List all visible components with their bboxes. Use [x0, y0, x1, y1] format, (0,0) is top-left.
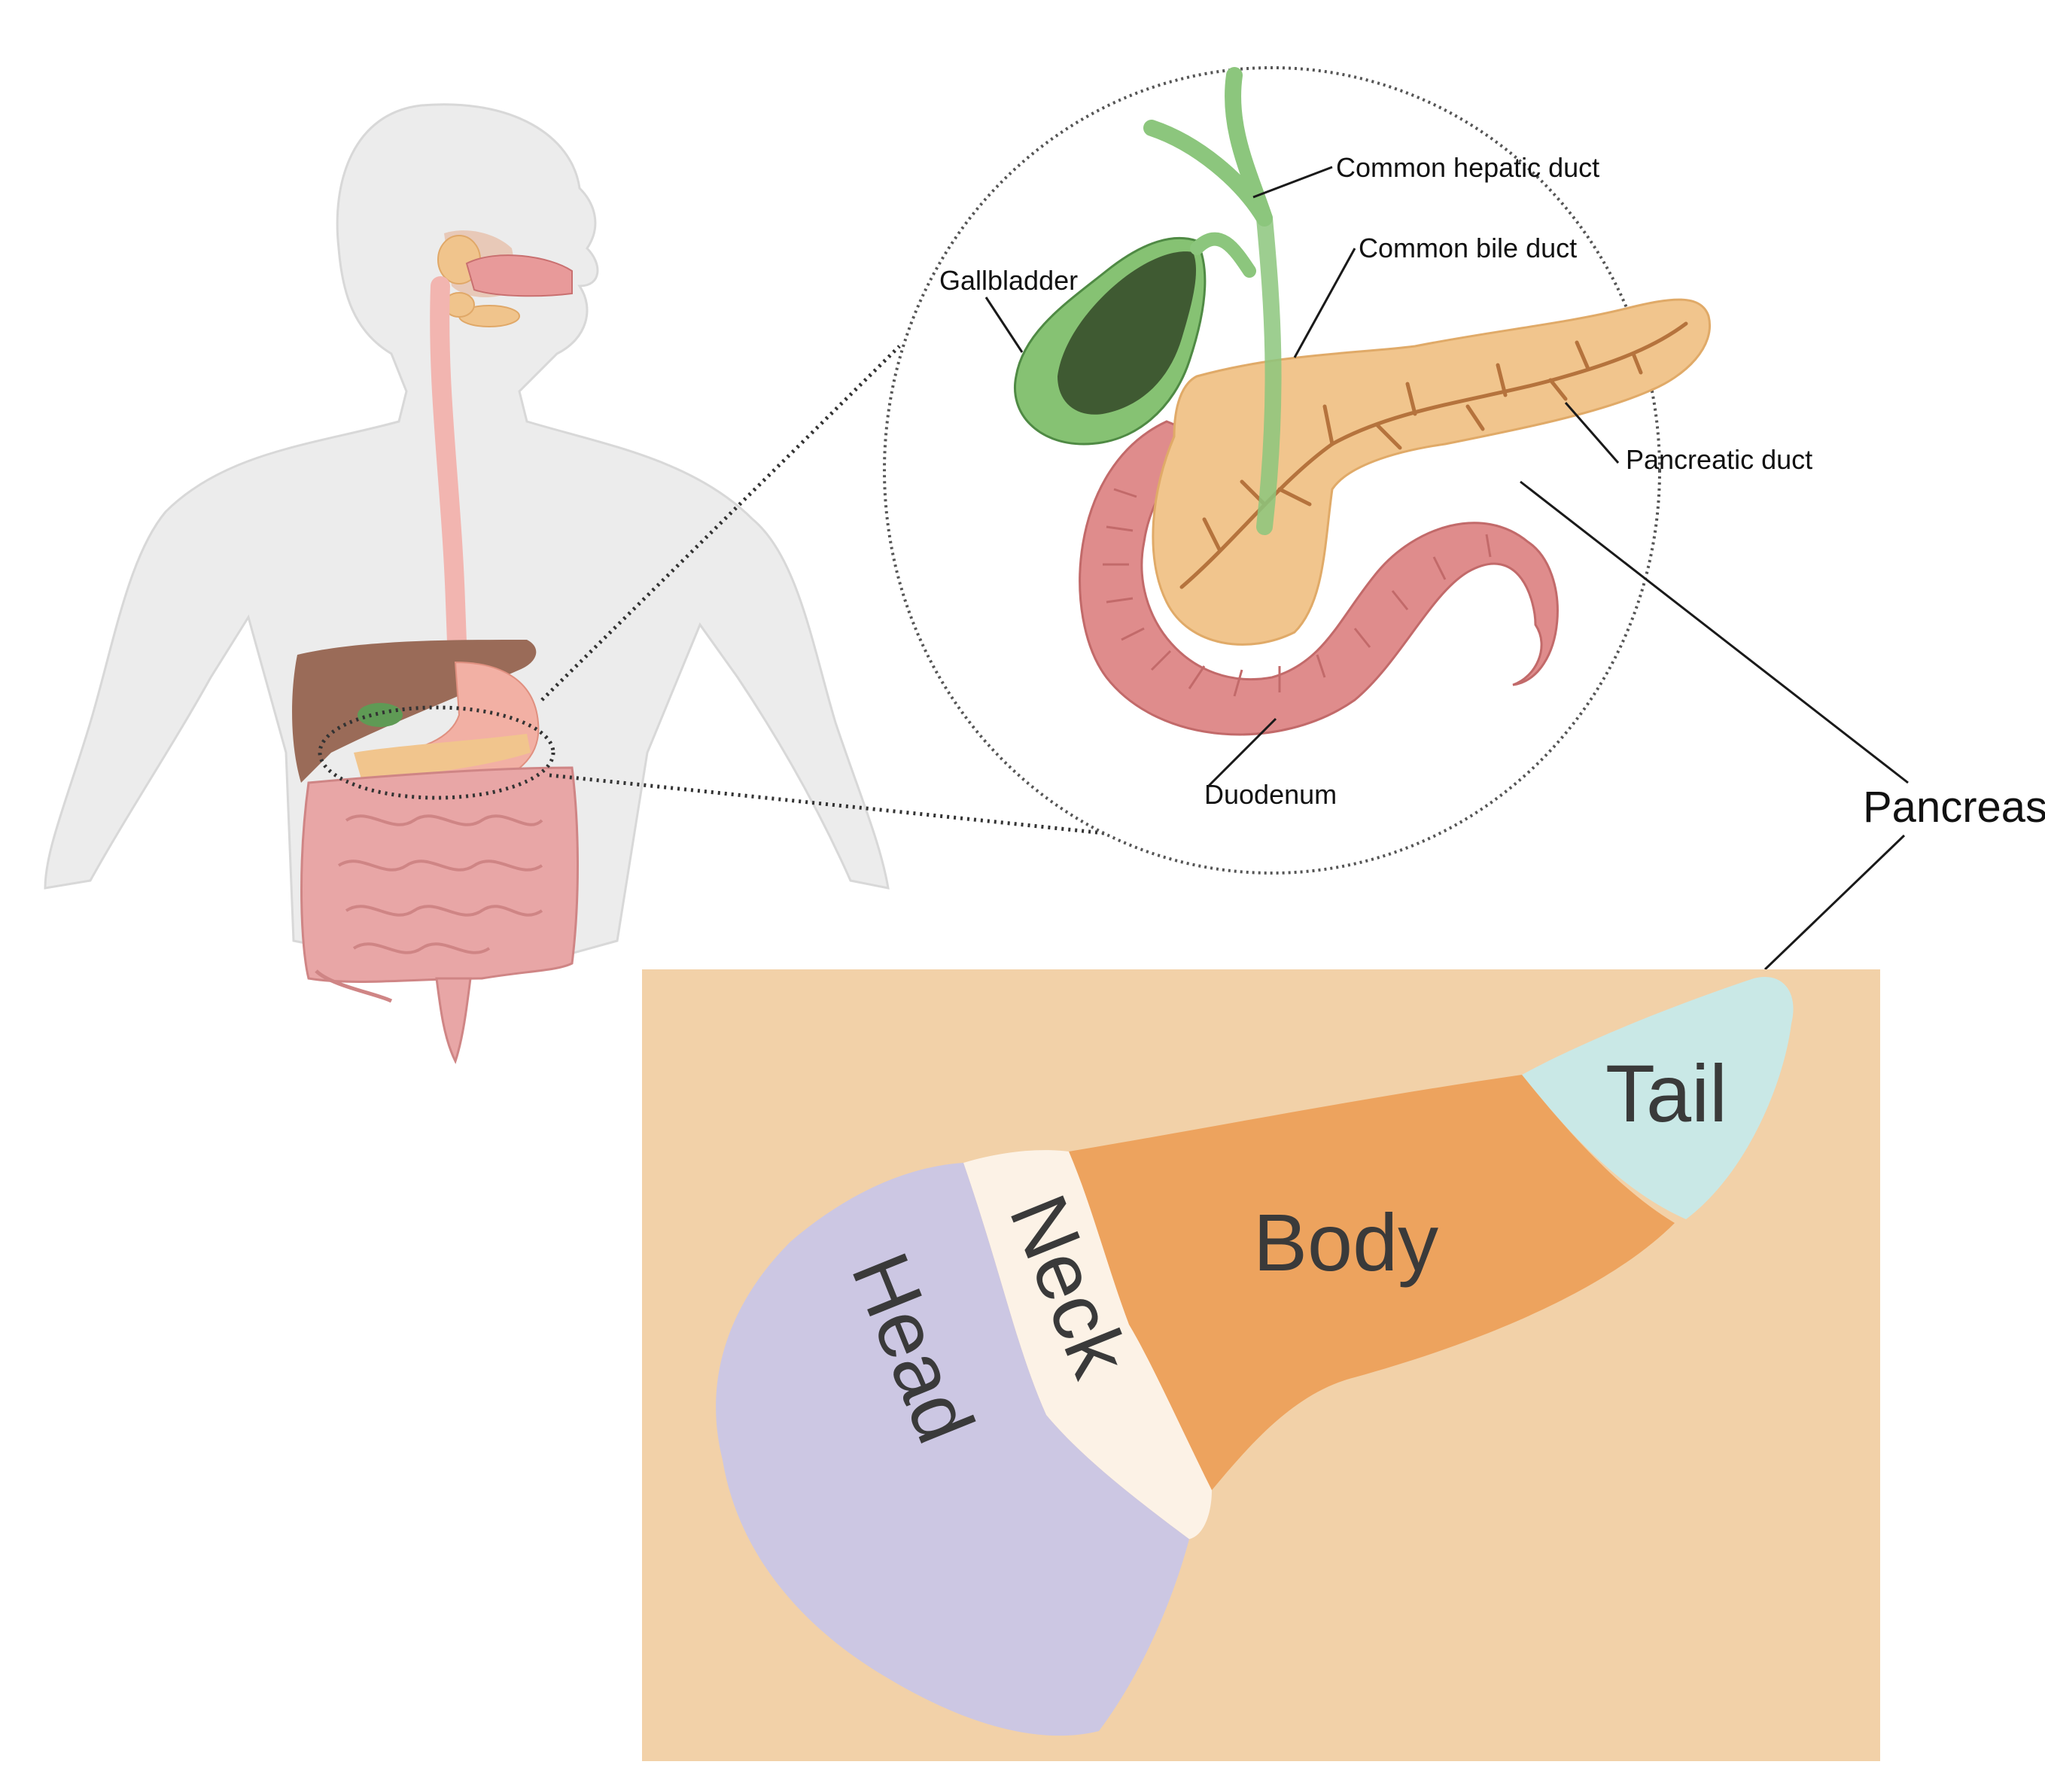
label-common-hepatic-duct: Common hepatic duct [1336, 152, 1599, 183]
region-tail [1522, 977, 1794, 1219]
gallbladder-inner [1057, 251, 1197, 415]
body-silhouette [44, 103, 890, 980]
pancreas-regions-panel: Tail Body Neck Head [642, 969, 1880, 1761]
leader-common-bile-duct [1293, 248, 1356, 358]
oral-cavity [465, 254, 573, 297]
label-duodenum: Duodenum [1204, 779, 1337, 810]
label-pancreas: Pancreas [1863, 783, 2045, 832]
region-neck [963, 1150, 1212, 1539]
label-common-bile-duct: Common bile duct [1359, 233, 1577, 263]
label-pancreatic-duct: Pancreatic duct [1626, 444, 1812, 475]
common-bile-duct [1256, 210, 1282, 535]
leader-common-hepatic-duct [1252, 166, 1333, 199]
leader-pancreas-upper [1520, 480, 1909, 784]
zoom-source-ellipse [318, 705, 555, 800]
pancreas-small [354, 734, 531, 779]
gallbladder-small [358, 703, 403, 727]
region-label-body: Body [1253, 1197, 1438, 1288]
region-head [716, 1163, 1189, 1736]
zoom-line-lower [549, 773, 1126, 838]
pancreatic-duct [1179, 321, 1688, 589]
duodenum-folds [1103, 488, 1492, 697]
common-hepatic-duct [1143, 67, 1273, 227]
leader-duodenum [1207, 717, 1277, 788]
leader-gallbladder [984, 297, 1024, 353]
region-body [1069, 1075, 1675, 1490]
leader-pancreatic-duct [1564, 402, 1620, 464]
intestines [300, 766, 579, 1064]
zoom-line-upper [540, 345, 901, 701]
pancreas-organ [1152, 298, 1711, 646]
esophagus [430, 276, 467, 672]
cystic-duct [1190, 232, 1256, 278]
duodenum [1079, 420, 1559, 736]
region-label-tail: Tail [1605, 1048, 1727, 1139]
human-figure [44, 103, 890, 1064]
leader-pancreas-lower [1764, 834, 1906, 971]
zoom-inset [883, 66, 1711, 875]
label-gallbladder: Gallbladder [939, 265, 1078, 296]
